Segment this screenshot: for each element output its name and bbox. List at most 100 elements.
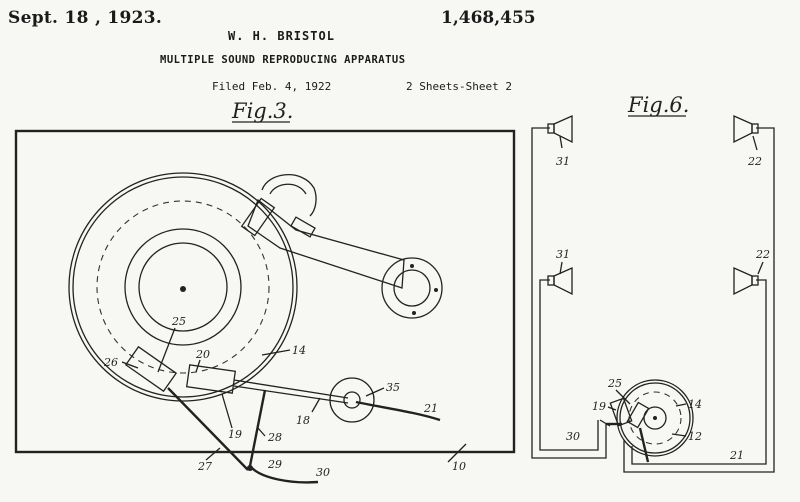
fig6-spindle (653, 416, 657, 420)
leader-25-fig6 (615, 389, 631, 405)
fig6-record-rim (619, 382, 691, 454)
fig6-ref-31-top: 31 (556, 155, 570, 168)
fig3-label: Fig.3. (231, 99, 293, 123)
speaker-horn-icon (733, 266, 753, 296)
record-outer-edge-inner (72, 176, 294, 398)
fig6-label: Fig.6. (627, 93, 689, 117)
speaker-22-top (733, 114, 759, 144)
fig3-ref-19: 19 (228, 428, 242, 441)
fig6-record-outer (616, 379, 694, 457)
speaker-31-top (547, 114, 573, 144)
pickup-25 (124, 345, 178, 393)
fig3-ref-21: 21 (423, 402, 438, 415)
patent-date: Sept. 18 , 1923. (8, 8, 163, 28)
arm-28 (248, 389, 267, 467)
leader-22-top (752, 135, 758, 151)
patent-title: MULTIPLE SOUND REPRODUCING APPARATUS (160, 54, 406, 66)
tone-arm-base-flange (381, 257, 443, 319)
circuit-21-inner-loop (631, 279, 767, 465)
base-screw-2 (434, 288, 438, 292)
tone-arm-goose-neck-inner (269, 183, 307, 195)
record-label-inner (138, 242, 228, 332)
leader-19 (221, 393, 233, 429)
inventor-name: W. H. BRISTOL (228, 29, 335, 43)
leader-18 (311, 397, 321, 413)
leader-22-lower (757, 261, 764, 275)
fig6-arm-12 (638, 427, 650, 463)
fig6-ref-31-lower: 31 (556, 248, 570, 261)
speaker-horn-icon (553, 266, 573, 296)
fig6-pickup-25 (626, 401, 650, 429)
spindle (180, 286, 186, 292)
tone-arm-clamp (290, 216, 316, 238)
record-dashed-groove (96, 200, 270, 374)
sheet-count: 2 Sheets-Sheet 2 (406, 80, 512, 93)
leader-27 (205, 447, 221, 461)
leader-26 (121, 361, 139, 369)
fig3-ref-27: 27 (197, 460, 212, 473)
fig3-ref-28: 28 (267, 431, 282, 444)
figure-6: Fig.6. (531, 93, 775, 473)
fig6-turntable (599, 379, 694, 463)
fig3-ref-25: 25 (171, 315, 186, 328)
fig6-record-label (643, 406, 667, 430)
fig6-ref-12: 12 (688, 430, 702, 443)
leader-31-top (559, 135, 563, 149)
arm-27 (167, 387, 249, 471)
base-screw-3 (412, 311, 416, 315)
speaker-horn-icon (733, 114, 753, 144)
leader-14-fig6 (675, 403, 687, 407)
cabinet-outline (14, 129, 516, 454)
circuit-21-right-loop (623, 127, 775, 473)
speaker-22-lower (733, 266, 759, 296)
fig6-ref-14: 14 (688, 398, 702, 411)
sound-box (240, 197, 276, 237)
fig6-ref-19: 19 (592, 400, 606, 413)
filing-date: Filed Feb. 4, 1922 (212, 80, 332, 93)
base-screw-1 (410, 264, 414, 268)
circuit-30-left-loop (531, 127, 607, 459)
speaker-horn-icon (553, 114, 573, 144)
tone-arm-base-hub (393, 269, 431, 307)
patent-number: 1,468,455 (441, 8, 536, 28)
tone-arm-body (247, 198, 405, 289)
leader-12-fig6 (671, 433, 687, 437)
fig6-ref-22-lower: 22 (755, 248, 770, 261)
pivot-base-35-hub (343, 391, 361, 409)
pickup-devices (124, 345, 441, 484)
fig6-ref-30: 30 (566, 430, 580, 443)
cord-30 (251, 467, 319, 484)
leader-20 (195, 359, 201, 373)
cord-21 (355, 400, 441, 422)
fig3-leader-lines (121, 327, 467, 463)
pickup-20 (185, 364, 237, 394)
fig3-ref-35: 35 (386, 381, 400, 394)
fig3-ref-26: 26 (103, 356, 118, 369)
fig3-ref-10: 10 (452, 460, 466, 473)
leader-19-fig6 (607, 406, 617, 411)
fig6-ref-22-top: 22 (747, 155, 762, 168)
arm-18-lower (233, 385, 349, 404)
fig6-pickup-19 (609, 397, 633, 427)
speaker-31-lower (547, 266, 573, 296)
fig3-ref-29: 29 (267, 458, 282, 471)
figure-3: Fig.3. (14, 99, 516, 484)
leader-31-lower (559, 261, 563, 275)
fig6-ref-21: 21 (729, 449, 744, 462)
circuit-30-inner-loop (539, 279, 599, 451)
arm-18-upper (233, 379, 349, 399)
pivot-base-35 (329, 377, 375, 423)
leader-28 (257, 427, 266, 437)
leader-10 (447, 443, 467, 463)
leader-35 (365, 387, 385, 397)
fig6-ref-25: 25 (607, 377, 622, 390)
main-tone-arm (240, 174, 443, 319)
tone-arm-goose-neck (261, 174, 317, 217)
fig3-ref-18: 18 (296, 414, 310, 427)
fig3-ref-20: 20 (195, 348, 210, 361)
leader-25 (157, 327, 176, 373)
record-outer-edge (68, 172, 298, 402)
record-label-area (124, 228, 242, 346)
